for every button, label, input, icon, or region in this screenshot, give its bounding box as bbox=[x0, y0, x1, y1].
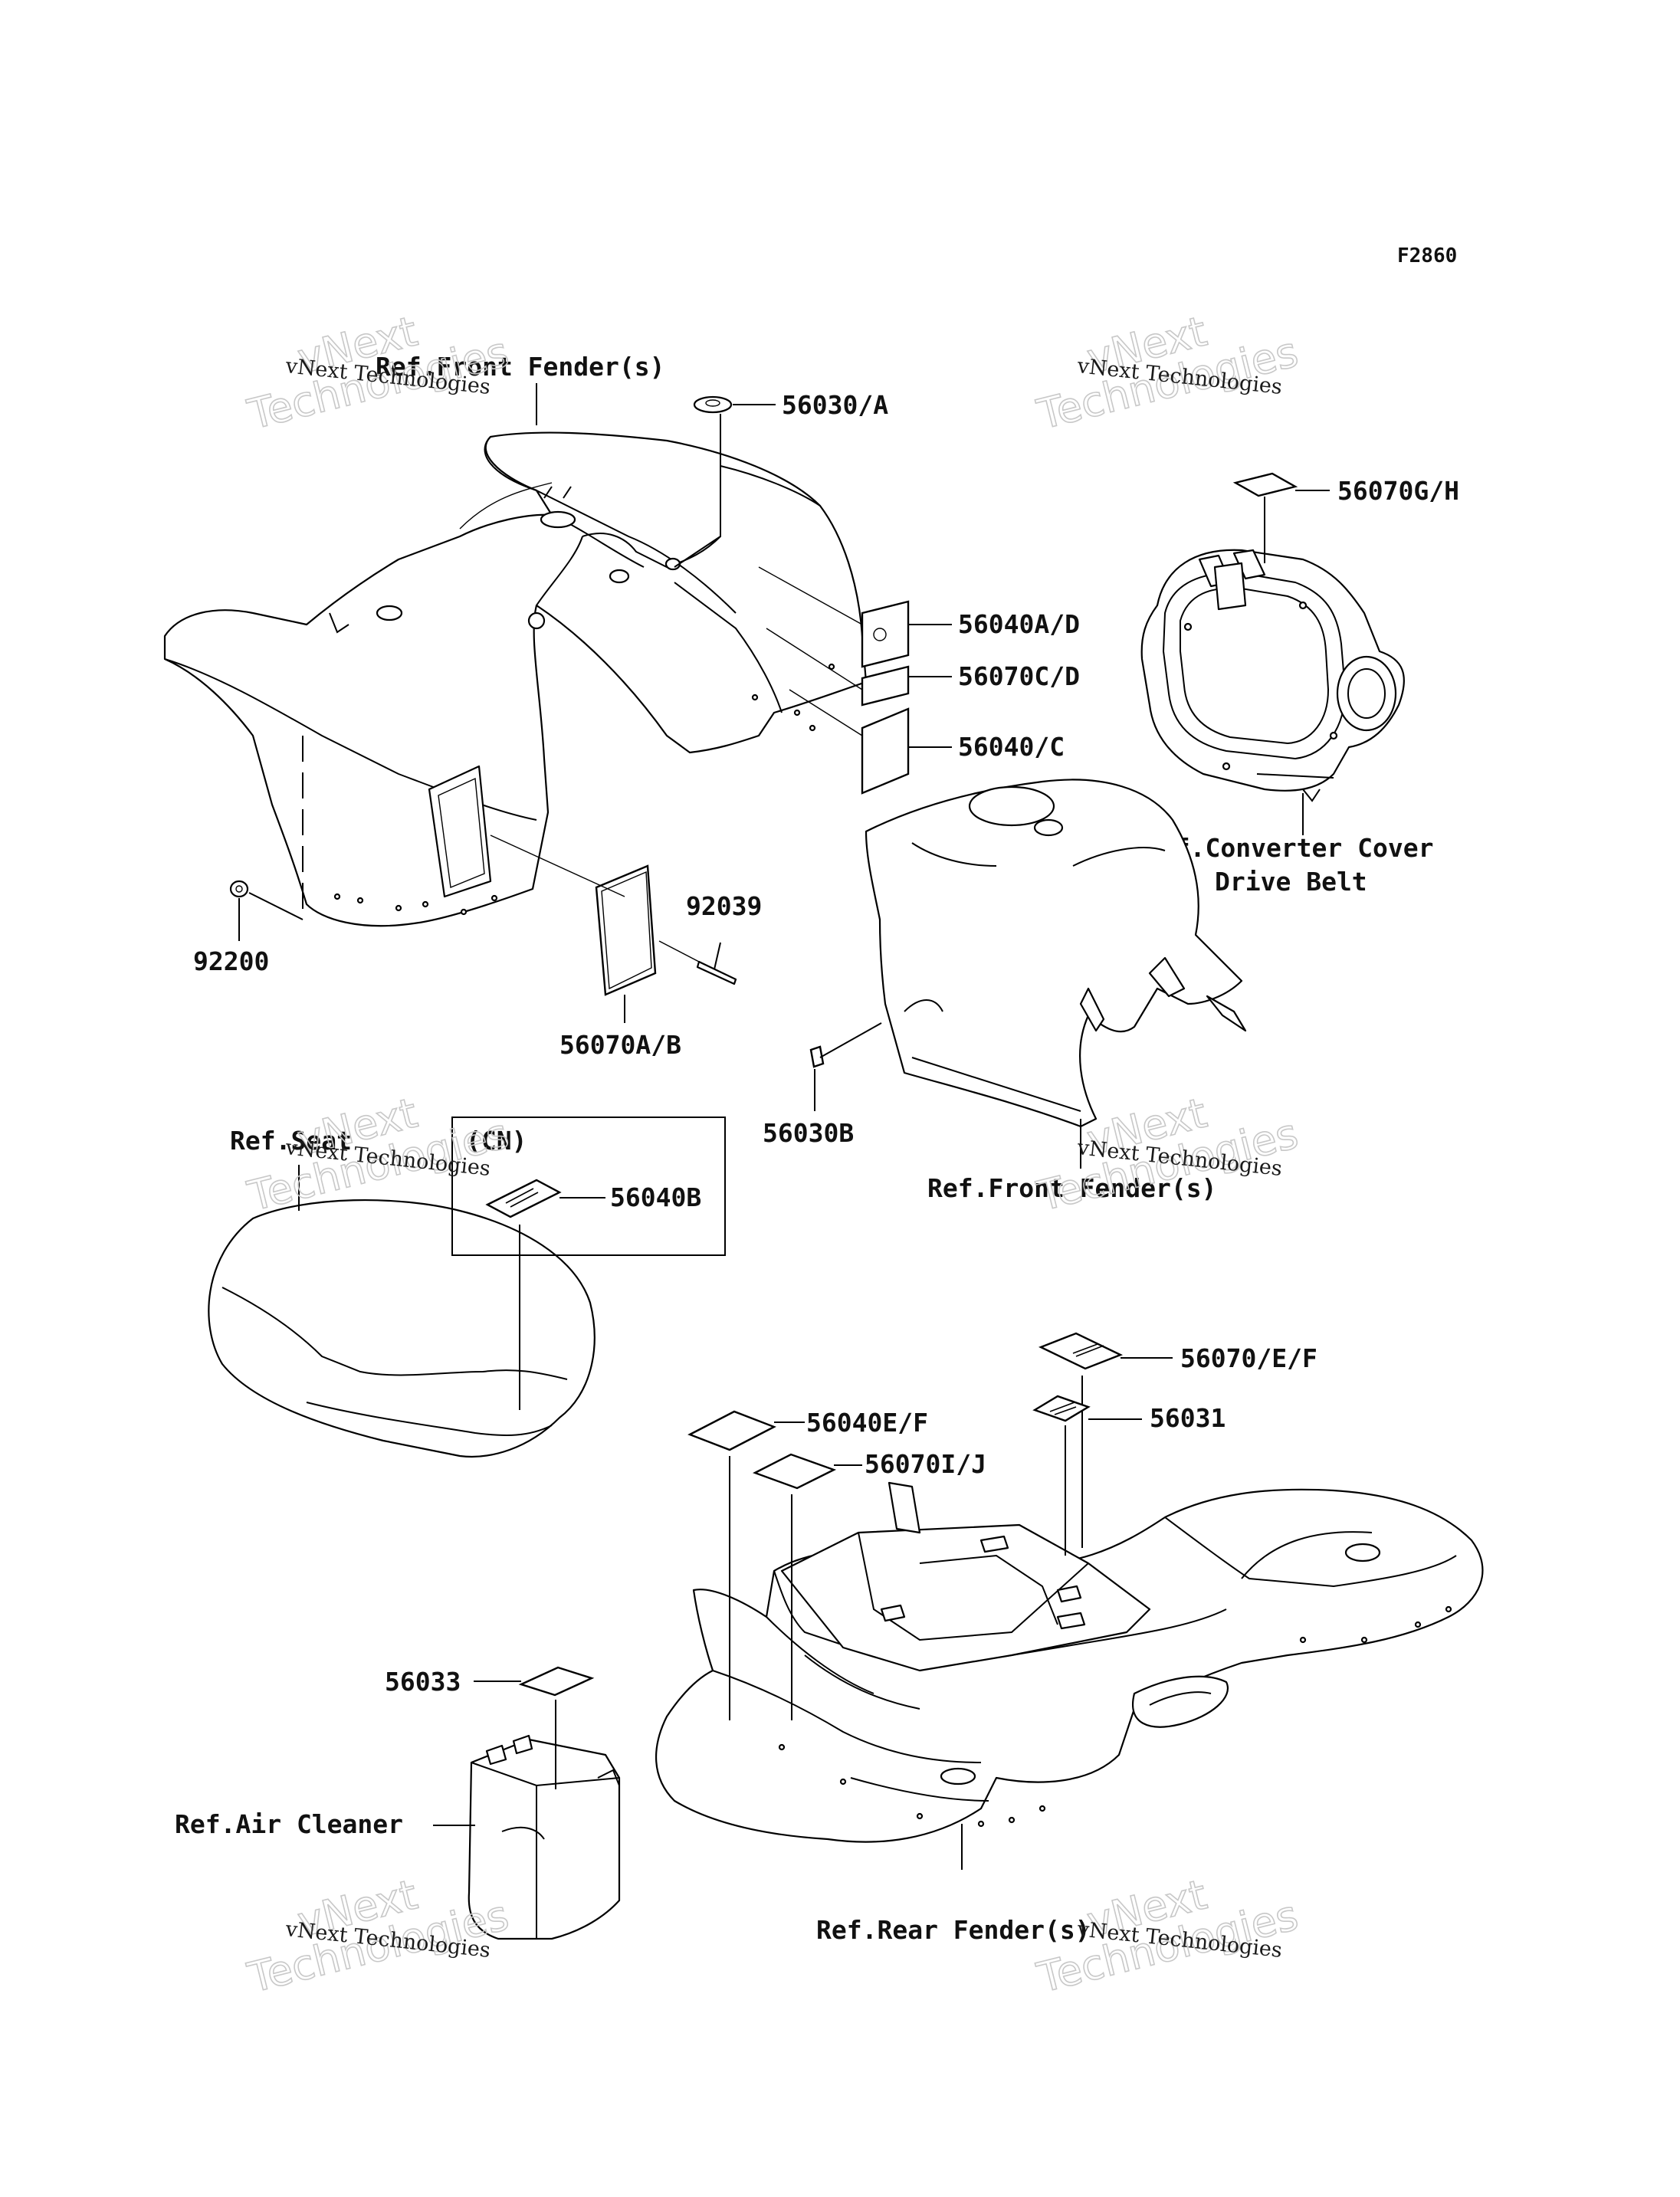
air-cleaner: Ref.Air Cleaner bbox=[175, 1734, 621, 1940]
label-56030B: 56030B bbox=[763, 1118, 854, 1148]
label-56033: 56033 bbox=[385, 1667, 461, 1697]
part-56070GH: 56070G/H bbox=[1232, 472, 1459, 563]
label-56030A: 56030/A bbox=[782, 390, 888, 420]
part-56033: 56033 bbox=[385, 1666, 595, 1789]
ref-front-fender-mid-label: Ref.Front Fender(s) bbox=[927, 1173, 1217, 1203]
label-92200: 92200 bbox=[193, 946, 269, 976]
ref-front-fender-mid: Ref.Front Fender(s) bbox=[927, 1149, 1217, 1203]
part-56070EF: 56070/E/F bbox=[1039, 1332, 1317, 1548]
part-56030A: 56030/A bbox=[674, 390, 888, 568]
cn-region-box: (CN) 56040B bbox=[451, 1117, 726, 1410]
label-56040C: 56040/C bbox=[958, 732, 1065, 762]
part-56040C: 56040/C bbox=[789, 689, 1065, 795]
label-92039: 92039 bbox=[686, 891, 762, 921]
part-56031: 56031 bbox=[1032, 1395, 1226, 1556]
part-56070IJ: 56070I/J bbox=[752, 1449, 986, 1720]
label-56031: 56031 bbox=[1150, 1403, 1226, 1433]
converter-cover bbox=[1140, 549, 1405, 835]
part-92200: 92200 bbox=[193, 880, 304, 976]
ref-air-cleaner-label: Ref.Air Cleaner bbox=[175, 1809, 403, 1839]
label-56070CD: 56070C/D bbox=[958, 661, 1080, 691]
label-56070AB: 56070A/B bbox=[559, 1030, 681, 1060]
front-fender-mid bbox=[865, 779, 1247, 1149]
part-56040EF: 56040E/F bbox=[687, 1408, 928, 1720]
label-56070GH: 56070G/H bbox=[1337, 476, 1459, 506]
label-56040EF: 56040E/F bbox=[806, 1408, 928, 1438]
part-56040AD: 56040A/D bbox=[758, 566, 1080, 668]
part-56070AB: 56070A/B bbox=[490, 835, 681, 1060]
front-fender-top bbox=[163, 431, 868, 927]
label-56070EF: 56070/E/F bbox=[1180, 1343, 1317, 1373]
ref-seat-label: Ref.Seat bbox=[230, 1126, 352, 1156]
ref-converter-cover-label: Ref.Converter Cover bbox=[1144, 833, 1434, 863]
label-56040B: 56040B bbox=[610, 1182, 701, 1212]
label-56040AD: 56040A/D bbox=[958, 609, 1080, 639]
ref-drive-belt-label: Drive Belt bbox=[1215, 867, 1367, 897]
ref-front-fender-top: Ref.Front Fender(s) bbox=[376, 352, 665, 425]
label-56070IJ: 56070I/J bbox=[865, 1449, 986, 1479]
cn-label: (CN) bbox=[466, 1126, 527, 1156]
ref-converter-cover: Ref.Converter Cover Drive Belt bbox=[1144, 833, 1434, 897]
part-56070CD: 56070C/D bbox=[766, 628, 1080, 707]
part-56030B: 56030B bbox=[763, 1022, 882, 1148]
part-92039: 92039 bbox=[658, 891, 762, 985]
ref-rear-fender-label: Ref.Rear Fender(s) bbox=[816, 1915, 1091, 1945]
ref-front-fender-top-label: Ref.Front Fender(s) bbox=[376, 352, 665, 382]
figure-id: F2860 bbox=[1397, 244, 1457, 267]
rear-fender: Ref.Rear Fender(s) bbox=[655, 1481, 1484, 1945]
seat: Ref.Seat bbox=[208, 1126, 596, 1458]
